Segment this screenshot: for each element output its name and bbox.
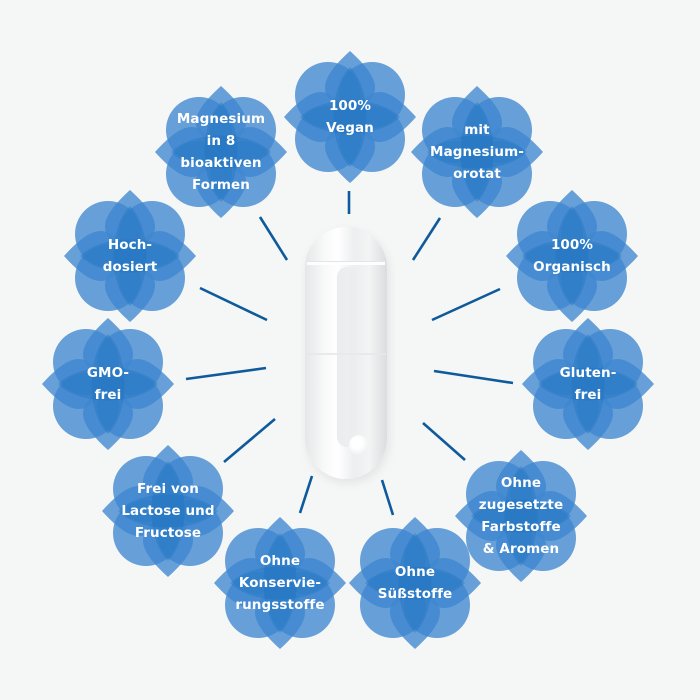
feature-badge-organisch: 100% Organisch bbox=[504, 188, 640, 324]
connector-ray bbox=[431, 287, 501, 322]
flower-badge-icon bbox=[64, 190, 196, 322]
feature-label-line: Gluten- bbox=[559, 365, 617, 381]
connector-ray bbox=[185, 366, 267, 381]
flower-badge-icon bbox=[284, 51, 416, 183]
connector-ray bbox=[199, 286, 268, 322]
feature-label-line: Vegan bbox=[326, 120, 374, 136]
feature-badge-gmo-frei: GMO-frei bbox=[40, 316, 176, 452]
feature-label: 100% Vegan bbox=[282, 49, 418, 185]
flower-badge-icon bbox=[214, 517, 346, 649]
feature-label-line: rungsstoffe bbox=[235, 597, 325, 613]
capsule-shine bbox=[337, 267, 357, 447]
feature-label-line: frei bbox=[94, 387, 122, 403]
feature-label: GMO-frei bbox=[40, 316, 176, 452]
flower-badge-icon bbox=[42, 318, 174, 450]
flower-badge-icon bbox=[411, 86, 543, 218]
feature-label-line: 100% bbox=[328, 98, 372, 114]
feature-label: Gluten-frei bbox=[520, 316, 656, 452]
capsule-icon bbox=[305, 227, 387, 479]
feature-badge-vegan: 100% Vegan bbox=[282, 49, 418, 185]
connector-ray bbox=[298, 475, 314, 514]
feature-label-line: Farbstoffe bbox=[481, 519, 561, 535]
flower-badge-icon bbox=[506, 190, 638, 322]
feature-label-line: & Aromen bbox=[482, 541, 560, 557]
feature-label-line: dosiert bbox=[102, 259, 158, 275]
feature-label-line: Lactose und bbox=[121, 503, 215, 519]
feature-label-line: Magnesium bbox=[176, 111, 266, 127]
feature-label-line: frei bbox=[574, 387, 602, 403]
feature-label: 100% Organisch bbox=[504, 188, 640, 324]
capsule-bubble bbox=[349, 435, 369, 455]
connector-ray bbox=[223, 418, 276, 463]
connector-ray bbox=[422, 422, 466, 461]
feature-label-line: Frei von bbox=[137, 481, 199, 497]
feature-label-line: Ohne bbox=[259, 553, 301, 569]
feature-label-line: Hoch- bbox=[107, 237, 153, 253]
connector-ray bbox=[258, 216, 289, 261]
flower-badge-icon bbox=[102, 445, 234, 577]
capsule-seam-lower bbox=[306, 353, 386, 355]
feature-label-line: orotat bbox=[453, 166, 501, 182]
feature-label-line: Konservie- bbox=[238, 575, 322, 591]
feature-label-line: zugesetzte bbox=[478, 497, 564, 513]
feature-label-line: Formen bbox=[191, 177, 251, 193]
connector-ray bbox=[411, 217, 442, 261]
feature-label-line: Fructose bbox=[134, 525, 202, 541]
flower-badge-icon bbox=[522, 318, 654, 450]
feature-badge-gluten-frei: Gluten-frei bbox=[520, 316, 656, 452]
feature-badge-hochdosiert: Hoch-dosiert bbox=[62, 188, 198, 324]
feature-label-line: GMO- bbox=[86, 365, 130, 381]
feature-label-line: Ohne bbox=[394, 564, 436, 580]
flower-badge-icon bbox=[155, 86, 287, 218]
feature-label-line: 100% bbox=[550, 237, 594, 253]
feature-label: Hoch-dosiert bbox=[62, 188, 198, 324]
connector-ray bbox=[380, 479, 395, 516]
flower-badge-icon bbox=[349, 517, 481, 649]
capsule-seam bbox=[307, 261, 385, 265]
feature-label-line: Organisch bbox=[533, 259, 611, 275]
feature-label-line: Ohne bbox=[500, 475, 542, 491]
feature-label-line: in 8 bbox=[206, 133, 236, 149]
connector-ray bbox=[433, 369, 514, 385]
feature-label-line: bioaktiven bbox=[180, 155, 262, 171]
feature-label-line: mit bbox=[464, 122, 490, 138]
flower-badge-icon bbox=[455, 450, 587, 582]
feature-label-line: Süßstoffe bbox=[377, 586, 453, 602]
feature-label-line: Magnesium- bbox=[430, 144, 524, 160]
